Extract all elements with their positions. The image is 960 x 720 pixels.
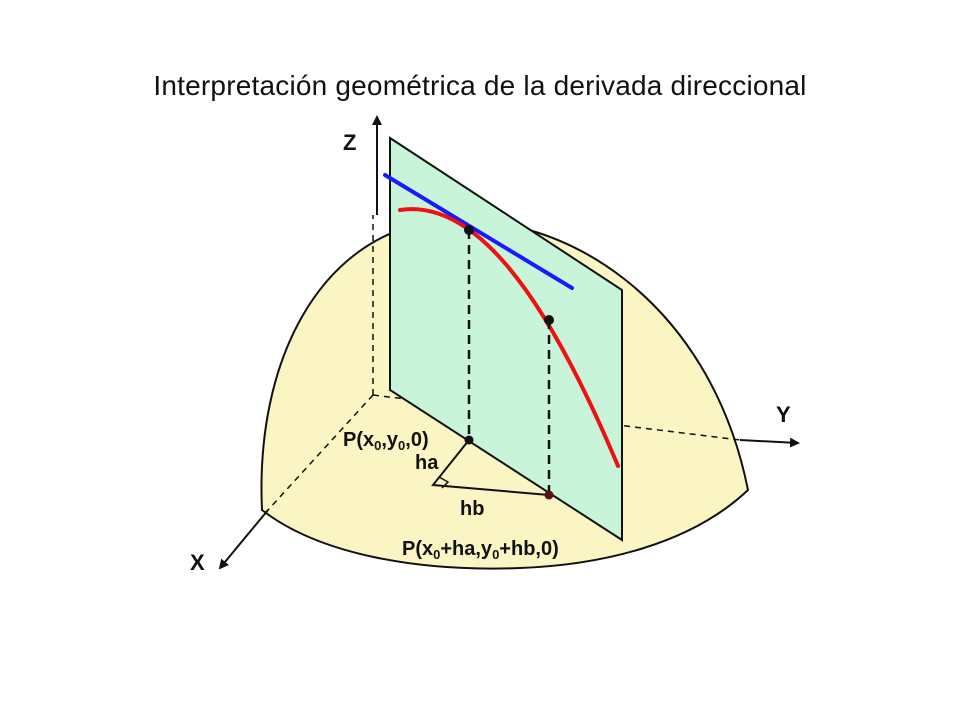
y-axis-label: Y: [776, 402, 791, 427]
tangent-line: [383, 173, 574, 290]
point-p1-label: P(x0+ha,y0+hb,0): [402, 538, 559, 562]
point-curve-p0: [464, 225, 474, 235]
point-p0-label: P(x0,y0,0): [343, 429, 429, 453]
y-axis-hidden: [372, 394, 741, 441]
intersection-curve: [398, 207, 620, 468]
hb-label: hb: [460, 498, 484, 520]
z-axis-label: Z: [343, 130, 356, 155]
y-axis: [739, 437, 800, 448]
point-base-p0: [464, 435, 474, 445]
ha-label: ha: [415, 452, 439, 474]
point-curve-p1: [544, 315, 554, 325]
increment-triangle: [431, 439, 550, 496]
right-angle-mark: [438, 476, 450, 489]
point-base-p1: [544, 490, 554, 500]
diagram-title: Interpretación geométrica de la derivada…: [153, 70, 807, 101]
x-axis: [218, 509, 269, 570]
x-axis-hidden: [267, 394, 374, 511]
x-axis-label: X: [190, 550, 205, 575]
vertical-plane: [389, 136, 623, 542]
